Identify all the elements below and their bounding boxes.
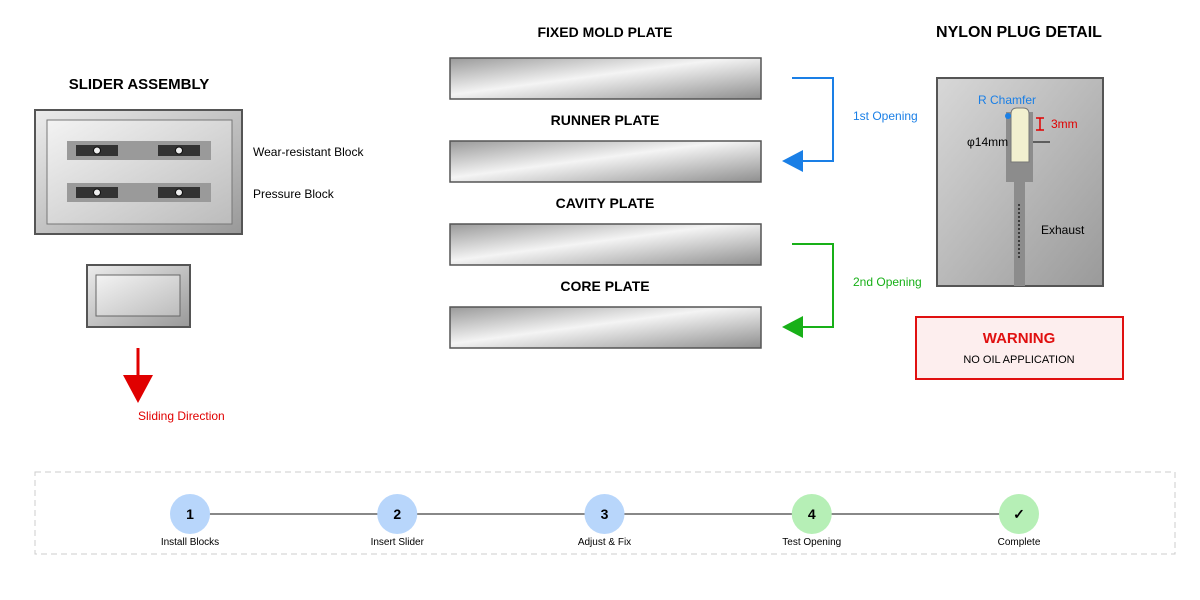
slider-housing-inner xyxy=(46,119,233,225)
mold-plates: FIXED MOLD PLATE RUNNER PLATE CAVITY PLA… xyxy=(449,24,762,349)
step-marker: 4 xyxy=(808,506,816,522)
step-marker: ✓ xyxy=(1013,506,1025,522)
slider-assembly-title: SLIDER ASSEMBLY xyxy=(69,76,210,93)
step-circle xyxy=(999,494,1039,534)
step-5: ✓ Complete xyxy=(998,494,1041,548)
second-opening-path xyxy=(792,243,834,328)
slider-block-inner xyxy=(95,274,181,317)
core-plate-title: CORE PLATE xyxy=(560,278,649,294)
first-opening-path xyxy=(792,77,834,162)
warning-title: WARNING xyxy=(983,330,1056,347)
pressure-block-label: Pressure Block xyxy=(253,187,335,201)
left-arrow-icon xyxy=(782,316,803,338)
step-marker: 1 xyxy=(186,506,194,522)
warning-message: NO OIL APPLICATION xyxy=(963,354,1074,366)
step-label: Install Blocks xyxy=(161,537,219,548)
second-opening-label: 2nd Opening xyxy=(853,275,922,289)
bolt-icon xyxy=(175,146,183,155)
wear-block-label: Wear-resistant Block xyxy=(253,145,364,159)
step-marker: 2 xyxy=(393,506,401,522)
chamfer-marker-icon xyxy=(1005,113,1011,119)
step-circle xyxy=(170,494,210,534)
first-opening-label: 1st Opening xyxy=(853,109,918,123)
fixed-mold-plate-title: FIXED MOLD PLATE xyxy=(537,24,672,40)
height-dimension-label: 3mm xyxy=(1051,117,1078,131)
bolt-icon xyxy=(93,188,101,197)
warning-panel xyxy=(915,316,1124,380)
opening-arrows: 1st Opening 2nd Opening xyxy=(782,77,922,338)
runner-plate-title: RUNNER PLATE xyxy=(551,112,660,128)
nylon-plug-title: NYLON PLUG DETAIL xyxy=(936,24,1102,41)
core-plate xyxy=(449,306,762,349)
fixed-mold-plate xyxy=(449,57,762,100)
nylon-plug xyxy=(1010,107,1030,163)
step-marker: 3 xyxy=(601,506,609,522)
left-arrow-icon xyxy=(782,150,803,172)
bolt-icon xyxy=(175,188,183,197)
nylon-plug-detail: NYLON PLUG DETAIL R Chamfer 3mm φ14mm Ex… xyxy=(936,24,1104,287)
cavity-plate xyxy=(449,223,762,266)
cavity-plate-title: CAVITY PLATE xyxy=(556,195,655,211)
slider-assembly: SLIDER ASSEMBLY Wear-resistant Block Pre… xyxy=(34,76,364,423)
step-label: Adjust & Fix xyxy=(578,537,631,548)
step-label: Test Opening xyxy=(782,537,841,548)
exhaust-label: Exhaust xyxy=(1041,223,1085,237)
down-arrow-icon xyxy=(123,375,153,403)
diameter-label: φ14mm xyxy=(967,135,1008,149)
warning-box: WARNING NO OIL APPLICATION xyxy=(915,316,1124,380)
step-circle xyxy=(377,494,418,534)
step-circle xyxy=(791,494,832,534)
chamfer-label: R Chamfer xyxy=(978,93,1036,107)
runner-plate xyxy=(449,140,762,183)
step-label: Complete xyxy=(998,537,1041,548)
sliding-direction-label: Sliding Direction xyxy=(138,409,225,423)
step-circle xyxy=(584,494,625,534)
step-label: Insert Slider xyxy=(371,537,425,548)
bolt-icon xyxy=(93,146,101,155)
steps-panel xyxy=(34,471,1176,555)
